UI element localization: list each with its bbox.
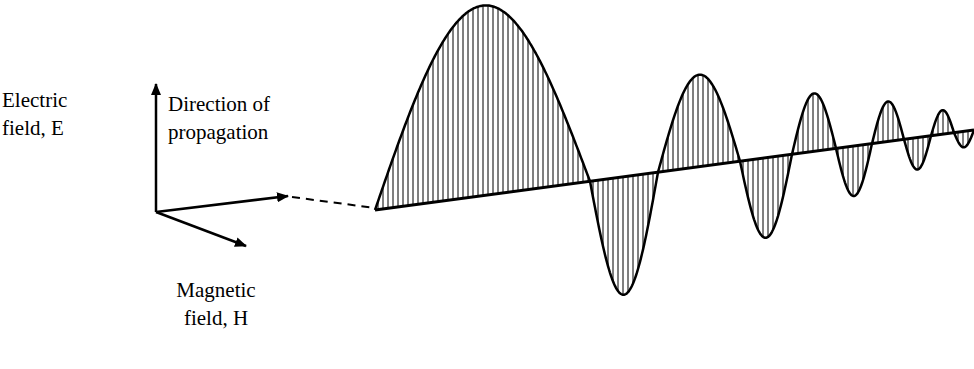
wave-hatching	[378, 6, 968, 295]
propagation-arrow	[156, 196, 288, 212]
magnetic-axis-arrow	[156, 212, 246, 246]
axis-label: Magnetic field, H	[168, 276, 264, 332]
electric-axis-arrow	[155, 84, 158, 212]
propagation-axis	[375, 130, 974, 210]
dashed-axis	[292, 197, 375, 208]
wave-curve	[375, 5, 974, 294]
axis-label: Direction of propagation	[168, 90, 318, 146]
wave-curve	[375, 5, 974, 294]
axis-label: Electric field, E	[2, 86, 92, 142]
